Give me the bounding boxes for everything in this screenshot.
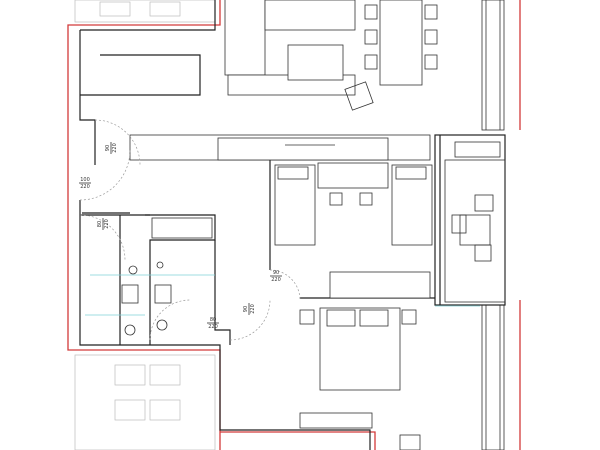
door-swings — [79, 119, 301, 341]
svg-text:220: 220 — [80, 184, 90, 190]
svg-text:90: 90 — [273, 270, 279, 276]
svg-text:80: 80 — [210, 317, 216, 323]
dining-table — [364, 0, 438, 86]
walls — [79, 0, 506, 450]
svg-text:220: 220 — [271, 277, 281, 283]
door-label: 100 220 — [79, 177, 91, 190]
neighbouring-unit-top — [74, 0, 216, 23]
svg-text:220: 220 — [104, 219, 110, 229]
svg-text:90: 90 — [105, 145, 111, 151]
svg-text:220: 220 — [112, 143, 118, 153]
twin-beds — [274, 162, 433, 246]
balcony-furniture — [399, 141, 501, 450]
svg-text:220: 220 — [208, 324, 218, 330]
bathroom-fixtures — [121, 217, 213, 336]
facade-window-band — [481, 0, 505, 450]
armchair — [344, 81, 374, 111]
door-label: 90 220 — [270, 270, 282, 283]
kitchen-counter — [129, 134, 431, 161]
door-label: 90 220 — [105, 142, 118, 154]
door-label: 80 220 — [207, 317, 219, 330]
svg-text:100: 100 — [80, 177, 90, 183]
svg-text:90: 90 — [243, 306, 249, 312]
door-label: 80 220 — [97, 218, 110, 230]
neighbouring-unit-bottom — [74, 354, 216, 450]
door-label: 90 220 — [243, 303, 256, 315]
unit-boundary-bottom — [220, 431, 376, 450]
svg-text:80: 80 — [97, 221, 103, 227]
coffee-table — [287, 44, 344, 81]
double-bed — [299, 271, 431, 429]
svg-text:220: 220 — [250, 304, 256, 314]
